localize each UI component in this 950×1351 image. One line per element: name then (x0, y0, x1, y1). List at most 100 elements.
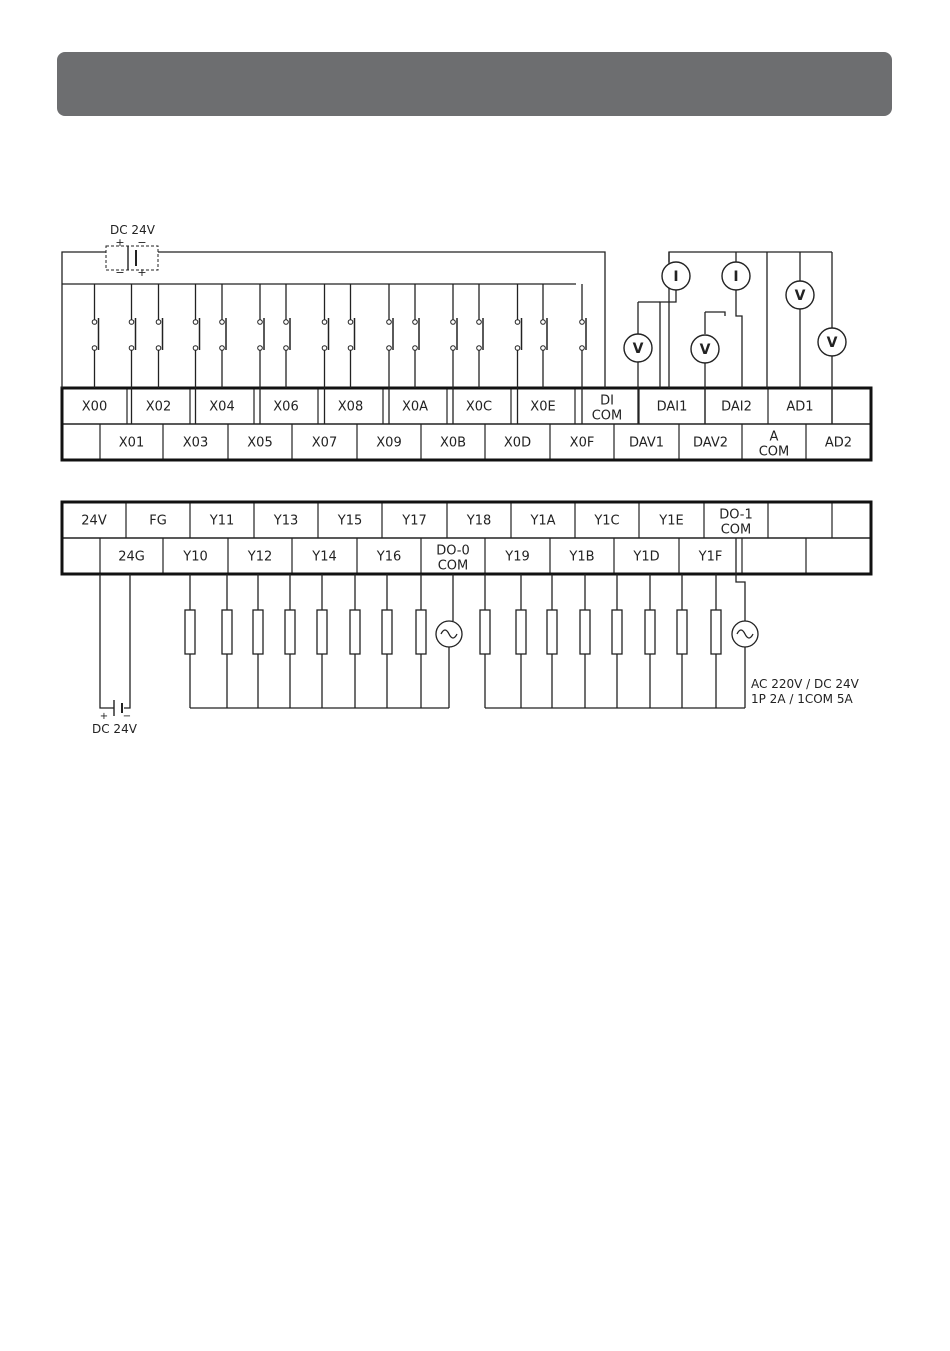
voltage-meter-dav2-label: V (700, 342, 711, 358)
dai2-return (736, 290, 742, 388)
output-load (350, 610, 360, 654)
terminal-ad1: AD1 (786, 400, 813, 415)
terminal-24v: 24V (81, 514, 107, 529)
terminal-dav2: DAV2 (693, 436, 728, 451)
switch-contact-top (477, 320, 482, 325)
switch-contact-bottom (477, 346, 482, 351)
output-load (677, 610, 687, 654)
output-load (416, 610, 426, 654)
terminal-x08: X08 (338, 400, 363, 415)
terminal-x0c: X0C (466, 400, 492, 415)
terminal-x05: X05 (247, 436, 272, 451)
output-load (222, 610, 232, 654)
switch-contact-top (413, 320, 418, 325)
terminal-x07: X07 (312, 436, 337, 451)
dai1-return (660, 290, 676, 388)
terminal-y1d: Y1D (632, 550, 659, 565)
terminal-y1c: Y1C (593, 514, 619, 529)
terminal-y10: Y10 (182, 550, 207, 565)
terminal-y13: Y13 (273, 514, 298, 529)
switch-contact-bottom (220, 346, 225, 351)
input-wiring: +−−+ (62, 236, 605, 424)
output-supply-label: DC 24V (92, 722, 138, 736)
terminal-x03: X03 (183, 436, 208, 451)
switch-contact-bottom (451, 346, 456, 351)
switch-contact-top (515, 320, 520, 325)
terminal-y18: Y18 (466, 514, 491, 529)
switch-contact-bottom (193, 346, 198, 351)
terminal-x09: X09 (376, 436, 401, 451)
switch-contact-top (541, 320, 546, 325)
terminal-y19: Y19 (504, 550, 529, 565)
input-supply-plus-b: + (137, 266, 146, 279)
output-load (516, 610, 526, 654)
terminal-dai2: DAI2 (721, 400, 752, 415)
output-load (580, 610, 590, 654)
switch-contact-top (322, 320, 327, 325)
terminal-x00: X00 (82, 400, 107, 415)
terminal-x0e: X0E (530, 400, 555, 415)
output-supply-minus-wire (124, 574, 130, 708)
input-supply-plus: + (115, 236, 124, 249)
current-meter-dai1-label: I (673, 269, 678, 285)
input-supply-minus: − (137, 236, 146, 249)
output-rating-line2: 1P 2A / 1COM 5A (751, 692, 853, 706)
terminal-y12: Y12 (247, 550, 272, 565)
switch-contact-bottom (413, 346, 418, 351)
switch-contact-top (220, 320, 225, 325)
input-supply-minus-b: − (115, 266, 124, 279)
switch-contact-top (348, 320, 353, 325)
dav2-link (705, 312, 725, 316)
voltage-meter-ad1-label: V (795, 288, 806, 304)
terminal-x0a: X0A (402, 400, 428, 415)
terminal-y15: Y15 (337, 514, 362, 529)
terminal-y11: Y11 (209, 514, 234, 529)
switch-contact-top (580, 320, 585, 325)
switch-contact-bottom (515, 346, 520, 351)
switch-contact-top (193, 320, 198, 325)
terminal-y1f: Y1F (698, 550, 723, 565)
terminal-y16: Y16 (376, 550, 401, 565)
output-load (645, 610, 655, 654)
output-load (317, 610, 327, 654)
output-wiring: +− (100, 538, 758, 722)
switch-contact-bottom (92, 346, 97, 351)
terminal-x0f: X0F (570, 436, 595, 451)
terminal-x01: X01 (119, 436, 144, 451)
output-supply-plus-wire (100, 574, 114, 708)
output-load (382, 610, 392, 654)
output-load (285, 610, 295, 654)
voltage-meter-dav1-label: V (633, 341, 644, 357)
switch-contact-bottom (387, 346, 392, 351)
terminal-fg: FG (149, 514, 167, 529)
output-load (185, 610, 195, 654)
switch-contact-bottom (258, 346, 263, 351)
output-supply-minus: − (123, 711, 131, 722)
terminal-y1b: Y1B (568, 550, 594, 565)
current-meter-dai2-label: I (733, 269, 738, 285)
terminal-24g: 24G (118, 550, 145, 565)
output-supply-plus: + (100, 711, 108, 722)
switch-contact-bottom (156, 346, 161, 351)
switch-contact-top (451, 320, 456, 325)
voltage-meter-ad2-label: V (827, 335, 838, 351)
switch-contact-bottom (541, 346, 546, 351)
input-supply-box (106, 246, 158, 270)
terminal-y1e: Y1E (658, 514, 683, 529)
switch-contact-bottom (322, 346, 327, 351)
switch-contact-bottom (129, 346, 134, 351)
terminal-y1a: Y1A (529, 514, 555, 529)
switch-contact-top (92, 320, 97, 325)
terminal-y14: Y14 (311, 550, 336, 565)
switch-contact-top (156, 320, 161, 325)
do1-com-lead (736, 538, 745, 621)
switch-contact-top (284, 320, 289, 325)
output-load (253, 610, 263, 654)
output-load (711, 610, 721, 654)
